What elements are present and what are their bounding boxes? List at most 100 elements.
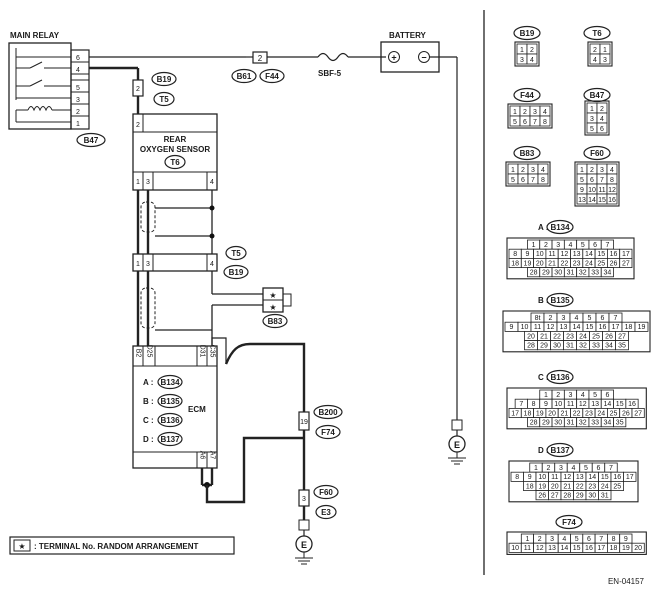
t6-tag <box>164 154 186 170</box>
pin-label: 11 <box>524 545 531 552</box>
fuse-icon <box>317 52 349 62</box>
pin-label: 17 <box>511 410 519 417</box>
pin-label: 24 <box>601 483 609 490</box>
pin-label: 27 <box>622 260 630 267</box>
f44-tag: F44 <box>513 87 541 103</box>
pin-label: 11 <box>548 251 555 258</box>
pin-label: 17 <box>626 474 634 481</box>
pin-label: 3 <box>556 242 560 249</box>
pin-label: 3 <box>550 536 554 543</box>
pin-label: 10 <box>538 474 546 481</box>
pin-label: 18 <box>526 483 534 490</box>
svg-text:F74: F74 <box>562 518 576 527</box>
pin-label: 21 <box>548 260 556 267</box>
pin-label: 6 <box>601 315 605 322</box>
pin-label: 9 <box>624 536 628 543</box>
svg-text:B61: B61 <box>237 72 252 81</box>
pin-label: 16 <box>628 401 636 408</box>
svg-text:B135: B135 <box>550 296 570 305</box>
pin-label: 2 <box>600 106 604 113</box>
pin-label: 1 <box>534 465 538 472</box>
pin-label: 12 <box>579 401 587 408</box>
pin-label: 29 <box>542 420 550 427</box>
e3-tag <box>315 504 337 520</box>
pin-label: 26 <box>622 410 630 417</box>
svg-text:E3: E3 <box>321 508 331 517</box>
pin-label: 30 <box>554 270 562 277</box>
svg-text:B19: B19 <box>229 268 244 277</box>
svg-text:B19: B19 <box>157 75 172 84</box>
svg-text:1: 1 <box>136 261 140 268</box>
b200-tag <box>313 404 343 420</box>
pin-label: 14 <box>588 197 596 204</box>
pin-label: 16 <box>608 197 616 204</box>
pin-label: 14 <box>573 324 581 331</box>
legend-text: : TERMINAL No. RANDOM ARRANGEMENT <box>34 542 199 551</box>
pin-label: 14 <box>585 251 593 258</box>
pin-label: 33 <box>591 270 599 277</box>
pin-label: 4 <box>530 57 534 64</box>
svg-text:B137: B137 <box>550 446 570 455</box>
pin-label: 28 <box>530 270 538 277</box>
svg-text:−: − <box>421 53 426 63</box>
pin-label: 3 <box>562 315 566 322</box>
b137-tag <box>157 431 183 447</box>
pin-label: 5 <box>581 242 585 249</box>
pin-label: 11 <box>567 401 574 408</box>
svg-text:F44: F44 <box>520 91 534 100</box>
svg-text:B83: B83 <box>268 317 283 326</box>
pin-label: 10 <box>521 324 529 331</box>
fuse-label: SBF-5 <box>318 69 342 78</box>
svg-text:T6: T6 <box>170 158 180 167</box>
main-relay-label: MAIN RELAY <box>10 31 60 40</box>
pin-label: 26 <box>605 333 613 340</box>
t6-tag: T6 <box>583 25 611 41</box>
svg-text:B47: B47 <box>84 136 99 145</box>
svg-text:F60: F60 <box>319 488 333 497</box>
pin-label: 8 <box>513 251 517 258</box>
pin-label: 25 <box>597 260 605 267</box>
f44-tag <box>259 68 285 84</box>
svg-text:2: 2 <box>136 86 140 93</box>
pin-label: 1 <box>513 109 517 116</box>
svg-text:A6: A6 <box>199 451 206 460</box>
pin-label: 16 <box>613 474 621 481</box>
b136-tag: B136 <box>546 369 574 385</box>
pin-label: 10 <box>554 401 562 408</box>
svg-text:D :: D : <box>143 435 154 444</box>
b83-tag: B83 <box>513 145 541 161</box>
svg-text:T5: T5 <box>159 95 169 104</box>
pin-label: 2 <box>538 536 542 543</box>
b61-tag <box>231 68 257 84</box>
pin-label: 24 <box>585 260 593 267</box>
svg-text:C :: C : <box>538 373 549 382</box>
pin-label: 5 <box>584 465 588 472</box>
svg-text:E: E <box>301 540 307 550</box>
svg-text:B134: B134 <box>550 223 570 232</box>
pin-label: 1 <box>511 167 515 174</box>
relay-pin-1: 1 <box>76 121 80 128</box>
pin-label: 4 <box>581 392 585 399</box>
pin-label: 30 <box>588 493 596 500</box>
rear-o2-label-2: OXYGEN SENSOR <box>140 145 210 154</box>
pin-label: 7 <box>531 177 535 184</box>
pin-label: 5 <box>590 126 594 133</box>
ecm: B2 D25 D31 C35 A : B134 B : B135 ECM C :… <box>132 345 218 469</box>
svg-text:B136: B136 <box>160 416 180 425</box>
pin-label: 5 <box>511 177 515 184</box>
svg-text:E: E <box>454 440 460 450</box>
svg-text:F60: F60 <box>590 149 604 158</box>
b19-tag: B19 <box>513 25 541 41</box>
pin-label: 19 <box>536 410 544 417</box>
pin-label: 1 <box>520 47 524 54</box>
pin-label: 6 <box>600 126 604 133</box>
pin-label: 21 <box>540 333 548 340</box>
main-relay-connector <box>70 49 90 130</box>
pin-label: 32 <box>579 270 587 277</box>
pin-label: 14 <box>588 474 596 481</box>
pin-label: 14 <box>604 401 612 408</box>
pin-label: 31 <box>566 343 574 350</box>
pin-label: 7 <box>599 536 603 543</box>
